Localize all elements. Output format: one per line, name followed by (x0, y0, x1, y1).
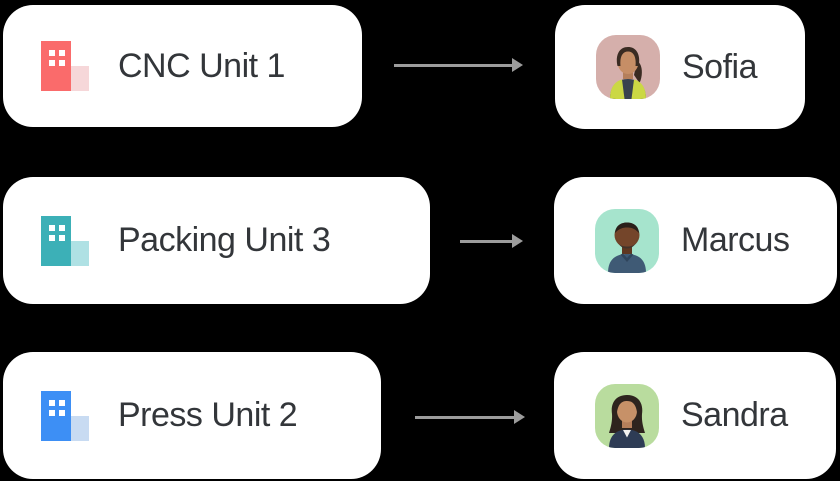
unit-label: Press Unit 2 (118, 396, 298, 434)
building-icon (41, 390, 89, 441)
person-name: Sandra (681, 396, 788, 434)
unit-card-packing-unit-3[interactable]: Packing Unit 3 (3, 177, 430, 304)
person-card-marcus[interactable]: Marcus (554, 177, 837, 304)
building-icon (41, 41, 89, 91)
sofia-avatar (596, 35, 660, 99)
arrow-right-icon (460, 240, 512, 243)
unit-card-press-unit-2[interactable]: Press Unit 2 (3, 352, 381, 479)
person-card-sofia[interactable]: Sofia (555, 5, 805, 129)
unit-label: CNC Unit 1 (118, 46, 285, 85)
marcus-avatar (595, 208, 659, 273)
sandra-avatar (595, 383, 659, 448)
person-name: Marcus (681, 221, 790, 259)
building-icon (41, 215, 89, 266)
unit-label: Packing Unit 3 (118, 221, 331, 259)
arrow-right-icon (415, 416, 514, 419)
unit-card-cnc-unit-1[interactable]: CNC Unit 1 (3, 5, 362, 127)
arrow-right-icon (394, 64, 512, 67)
person-card-sandra[interactable]: Sandra (554, 352, 836, 479)
person-name: Sofia (682, 47, 758, 86)
